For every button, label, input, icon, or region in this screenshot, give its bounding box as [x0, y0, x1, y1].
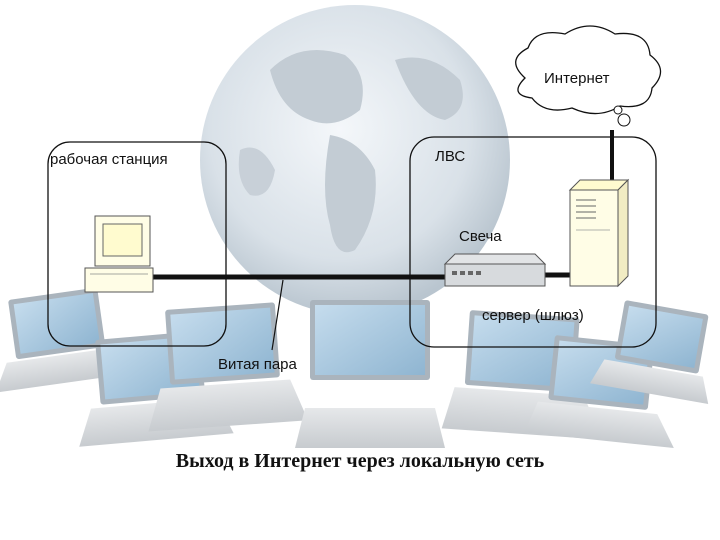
workstation-label: рабочая станция: [50, 151, 168, 168]
twisted-pair-label: Витая пара: [218, 356, 297, 373]
server-label: сервер (шлюз): [482, 307, 584, 324]
network-hub-icon: [443, 253, 547, 287]
hub-label: Свеча: [459, 228, 502, 245]
internet-label: Интернет: [544, 70, 610, 87]
desktop-computer-icon: [84, 215, 154, 293]
twisted-pair-pointer: [271, 279, 284, 351]
lan-label: ЛВС: [435, 148, 466, 165]
workstation-frame: [47, 141, 227, 347]
lan-frame: [409, 136, 657, 348]
cloud-icon: [515, 25, 662, 127]
globe-icon: [200, 5, 510, 315]
server-tower-icon: [568, 178, 630, 288]
page-caption: Выход в Интернет через локальную сеть: [175, 450, 545, 472]
laptop-icon: [0, 287, 709, 449]
